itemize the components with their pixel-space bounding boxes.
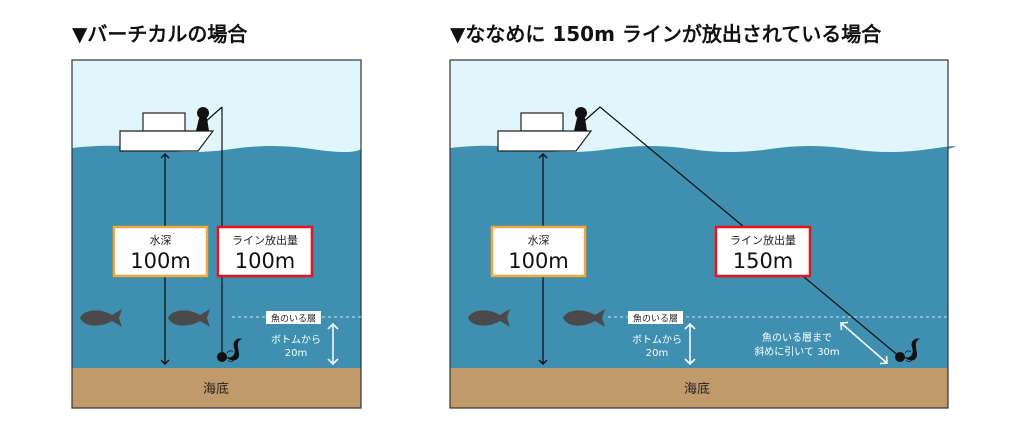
line-label: ライン放出量 — [232, 233, 298, 247]
depth-label: 水深 — [150, 234, 172, 247]
depth-box — [490, 225, 587, 278]
fish-layer-label: 魚のいる層 — [271, 313, 316, 325]
diagonal-arrow — [840, 321, 888, 365]
depth-label: 水深 — [528, 234, 550, 247]
from-bottom-text: ボトムから — [632, 334, 682, 346]
from-bottom-value: 20m — [646, 348, 668, 359]
depth-value: 100m — [508, 249, 569, 273]
right-title: ▼ななめに 150m ラインが放出されている場合 — [450, 22, 882, 46]
line-value: 100m — [235, 249, 296, 273]
right-panel: 魚のいる層 ボトムから 20m 魚のいる層まで 斜めに引いて 30m 水深 10… — [449, 59, 956, 409]
depth-value: 100m — [130, 249, 191, 273]
from-bottom-text: ボトムから — [271, 334, 321, 346]
left-panel: 魚のいる層 ボトムから 20m 水深 100m ライン放出量 100m 海底 — [71, 59, 362, 409]
fish-layer-label: 魚のいる層 — [633, 313, 678, 325]
line-box — [714, 225, 812, 278]
seabed — [450, 368, 948, 408]
from-bottom-value: 20m — [285, 348, 307, 359]
seabed — [72, 368, 361, 408]
diagonal-value: 斜めに引いて 30m — [754, 345, 839, 358]
seabed-label: 海底 — [684, 381, 710, 397]
diagonal-text: 魚のいる層まで — [762, 331, 832, 344]
line-label: ライン放出量 — [730, 233, 796, 247]
left-title: ▼バーチカルの場合 — [72, 22, 248, 46]
seabed-label: 海底 — [203, 381, 229, 397]
depth-box — [112, 225, 209, 278]
line-value: 150m — [733, 249, 794, 273]
line-box — [216, 225, 314, 278]
